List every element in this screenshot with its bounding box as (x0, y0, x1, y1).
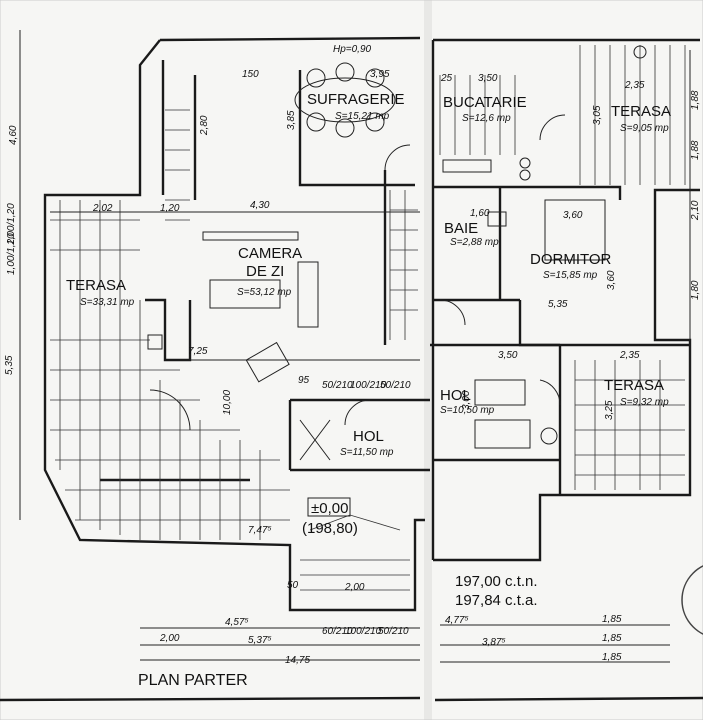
level-ctn: 197,00 c.t.n. (455, 573, 538, 590)
dimension-label: 3,05 (592, 105, 603, 125)
dimension-label: 2,00 (159, 633, 180, 644)
dimension-label: 1,00/1,20 (6, 233, 17, 275)
dimension-label: 4,77⁵ (445, 615, 469, 626)
room-terasa-w: TERASA (66, 277, 126, 294)
level-box (307, 497, 351, 517)
dimension-label: 1,88 (690, 140, 701, 160)
dimension-label: 1,85 (602, 633, 622, 644)
dimension-labels: 4,60 1,00/1,20 1,00/1,20 5,35 2,02 1,20 … (4, 44, 701, 666)
doors (149, 114, 566, 431)
dimension-label: 7,25 (188, 346, 208, 357)
area-bucatarie: S=12,6 mp (462, 113, 511, 124)
area-dormitor: S=15,85 mp (543, 270, 598, 281)
room-terasa-ne: TERASA (611, 103, 671, 120)
dimension-label: 2,02 (92, 203, 113, 214)
area-hol-e: S=10,50 mp (440, 405, 495, 416)
dimension-label: 100/210 (345, 626, 382, 637)
area-sufragerie: S=15,21 mp (335, 111, 390, 122)
dimension-label: 4,57⁵ (225, 617, 249, 628)
dimension-label: 100/210 (350, 380, 387, 391)
dimension-label: 5,35 (548, 299, 568, 310)
area-hol-c: S=11,50 mp (340, 447, 394, 458)
dimension-label: 4,30 (250, 200, 270, 211)
dimension-label: 3,60 (563, 210, 583, 221)
dimension-label: 3,85 (286, 110, 297, 130)
stamp (681, 565, 703, 635)
dimension-label: 4,60 (8, 125, 19, 145)
dimension-label: 14,75 (285, 655, 310, 666)
dimension-label: 25 (440, 73, 453, 84)
area-camera-de-zi: S=53,12 mp (237, 287, 292, 298)
room-sufragerie: SUFRAGERIE (307, 91, 405, 108)
room-terasa-se: TERASA (604, 377, 664, 394)
level-zero: ±0,00 (311, 500, 348, 517)
dimension-label: 95 (298, 375, 310, 386)
dimension-label: 1,85 (602, 614, 622, 625)
dimension-label: 3,00 (461, 390, 472, 410)
dimension-label: 50/210 (378, 626, 409, 637)
area-terasa-se: S=9,32 mp (620, 397, 669, 408)
dimension-label: 3,50 (478, 73, 498, 84)
dimension-label: 60/210 (322, 626, 353, 637)
dimension-label: 1,88 (690, 90, 701, 110)
area-terasa-ne: S=9,05 mp (620, 123, 669, 134)
area-terasa-w: S=33,31 mp (80, 297, 135, 308)
level-absolute: (198,80) (302, 520, 358, 537)
room-camera-de-zi: CAMERA (238, 245, 302, 262)
dimension-label: 2,35 (619, 350, 640, 361)
dimension-label: 1,20 (160, 203, 180, 214)
dimension-label: 5,35 (4, 355, 15, 375)
dimension-label: 2,80 (199, 115, 210, 136)
room-bucatarie: BUCATARIE (443, 94, 527, 111)
dimension-label: 3,95 (370, 69, 390, 80)
room-hol-e: HOL (440, 387, 471, 404)
dimension-label: 1,85 (602, 652, 622, 663)
level-cta: 197,84 c.t.a. (455, 592, 538, 609)
dimension-label: 1,00/1,20 (6, 203, 17, 245)
dimension-label: 10,00 (222, 390, 233, 415)
dimension-label: 7,47⁵ (248, 525, 272, 536)
dimension-label: 3,87⁵ (482, 637, 506, 648)
dimension-label: 150 (242, 69, 259, 80)
dimension-label: 1,80 (690, 280, 701, 300)
dimension-label: 5,37⁵ (248, 635, 272, 646)
dimension-label: 2,10 (690, 200, 701, 221)
plan-title: PLAN PARTER (138, 672, 248, 689)
room-dormitor: DORMITOR (530, 251, 612, 268)
dimension-label: 2,00 (344, 582, 365, 593)
dimension-label: 50/210 (380, 380, 411, 391)
dimension-label: 50/210 (322, 380, 353, 391)
dimension-label: 3,50 (498, 350, 518, 361)
area-baie: S=2,88 mp (450, 237, 499, 248)
terrace-grid (50, 45, 686, 591)
dimension-lines (0, 30, 703, 702)
furniture (147, 45, 647, 461)
dimension-label: 3,60 (606, 270, 617, 290)
dimension-label: Hp=0,90 (333, 44, 372, 55)
dimension-label: 1,60 (470, 208, 490, 219)
dimension-label: 3,25 (604, 400, 615, 420)
dimension-label: 2,35 (624, 80, 645, 91)
room-baie: BAIE (444, 220, 478, 237)
room-camera-de-zi-2: DE ZI (246, 263, 284, 280)
dimension-label: 50 (287, 580, 299, 591)
paper-fold (424, 0, 432, 720)
room-hol-c: HOL (353, 428, 384, 445)
